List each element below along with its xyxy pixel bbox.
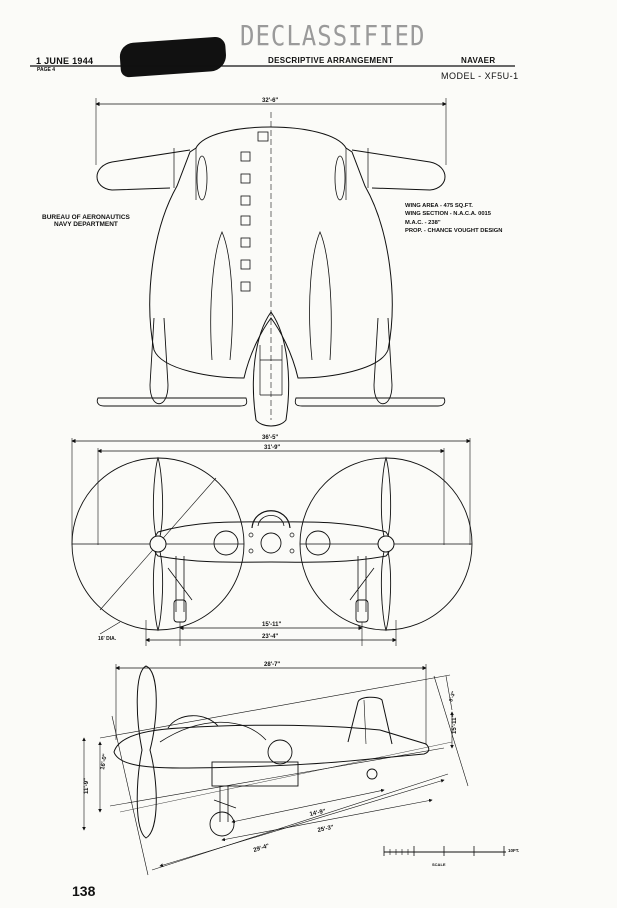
front-wing-section xyxy=(153,521,391,563)
header-page: PAGE 4 xyxy=(37,67,55,73)
header-date: 1 JUNE 1944 xyxy=(36,56,94,66)
spec-mac: M.A.C. - 238" xyxy=(405,219,441,226)
header-title: DESCRIPTIVE ARRANGEMENT xyxy=(268,56,394,65)
side-prop-blade xyxy=(136,665,157,839)
dim-width-props: 36'-5" xyxy=(262,435,278,441)
scale-bar xyxy=(383,846,506,856)
dim-height-front: 16'-0" xyxy=(100,753,109,770)
right-outer-wing xyxy=(351,149,446,191)
dim-track: 15'-11" xyxy=(262,622,281,628)
dim-span-top: 32'-6" xyxy=(262,98,278,104)
scale-end-label: 10FT. xyxy=(508,848,519,853)
dim-length-total: 28'-7" xyxy=(264,662,280,668)
spec-prop: PROP. - CHANCE VOUGHT DESIGN xyxy=(405,228,503,235)
page-number: 138 xyxy=(72,883,96,899)
side-view xyxy=(82,664,469,876)
left-outer-wing xyxy=(96,149,191,191)
header-model: MODEL - XF5U-1 xyxy=(441,71,519,81)
cockpit-nose xyxy=(252,311,290,427)
dim-gear-span: 23'-4" xyxy=(262,634,278,640)
top-view xyxy=(95,98,447,427)
front-view xyxy=(71,438,473,646)
dim-height-tail: 15'-11" xyxy=(452,715,458,734)
bureau-line-1: BUREAU OF AERONAUTICS xyxy=(42,214,130,221)
dim-length-a: 14'-9" xyxy=(309,809,326,818)
spec-list: WING AREA - 475 SQ.FT. WING SECTION - N.… xyxy=(405,202,503,236)
header-agency: NAVAER xyxy=(461,56,496,65)
side-tail-fin xyxy=(347,696,393,745)
scale-label: SCALE xyxy=(432,862,446,867)
spec-wing-area: WING AREA - 475 SQ.FT. xyxy=(405,203,473,209)
wing-body-outline xyxy=(149,126,393,379)
dim-height-left: 11'-9" xyxy=(84,778,90,794)
bureau-line-2: NAVY DEPARTMENT xyxy=(53,221,118,229)
bureau-block: BUREAU OF AERONAUTICS NAVY DEPARTMENT xyxy=(42,214,130,229)
dim-width-inner: 31'-9" xyxy=(264,445,280,451)
dim-length-b: 25'-3" xyxy=(317,825,334,834)
side-fuselage xyxy=(113,724,430,769)
dim-length-c: 29'-4" xyxy=(253,843,270,854)
dim-tail-offset: 3'-3" xyxy=(448,690,457,703)
declassified-stamp: DECLASSIFIED xyxy=(240,19,426,53)
spec-wing-section: WING SECTION - N.A.C.A. 0015 xyxy=(405,211,491,218)
dim-prop-dia: 16' DIA. xyxy=(98,636,117,642)
